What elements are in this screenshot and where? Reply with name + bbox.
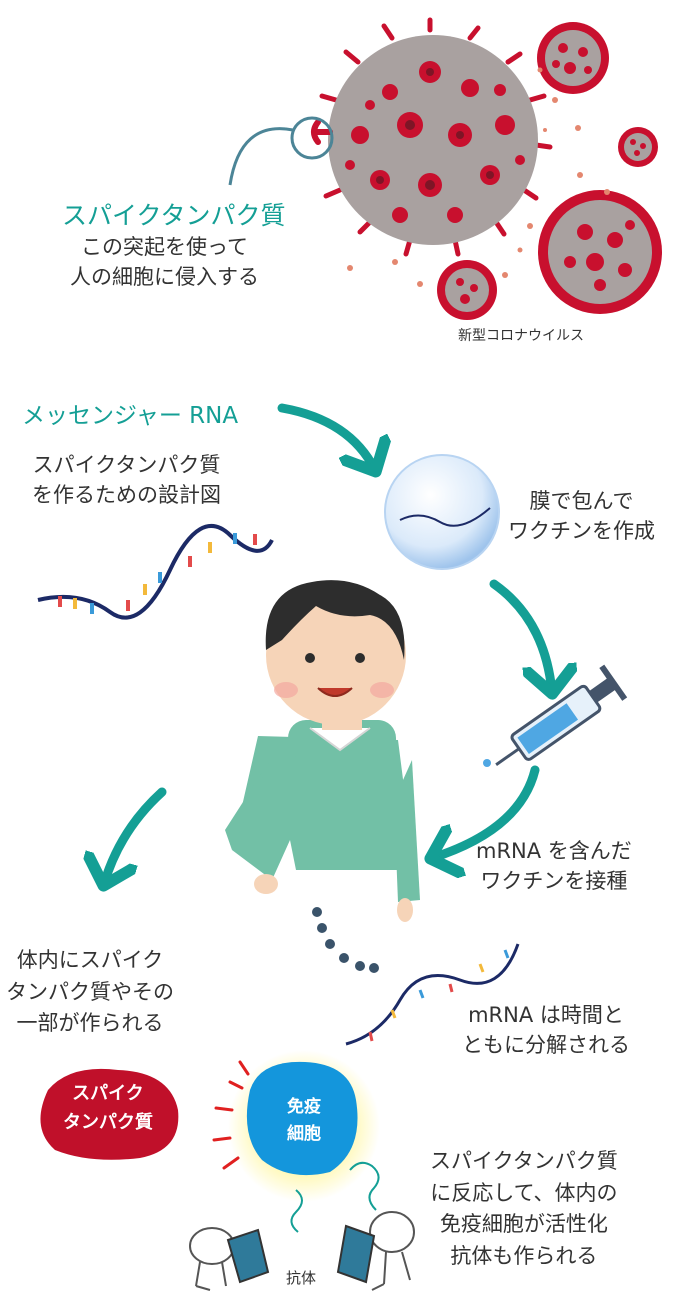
mrna-desc-line: を作るための設計図 bbox=[32, 483, 221, 508]
virus-dots bbox=[347, 67, 610, 287]
injection-desc-line: ワクチンを接種 bbox=[480, 869, 628, 894]
mrna-desc: スパイクタンパク質 を作るための設計図 bbox=[32, 450, 221, 511]
body-spike-desc-line: 一部が作られる bbox=[16, 1011, 164, 1035]
reaction-desc-line: スパイクタンパク質 bbox=[430, 1149, 618, 1173]
mrna-title: メッセンジャー RNA bbox=[22, 403, 239, 429]
vaccine-desc: 膜で包んで ワクチンを作成 bbox=[508, 486, 655, 547]
syringe-icon bbox=[495, 664, 628, 766]
immune-badge-line: 細胞 bbox=[287, 1124, 321, 1145]
spike-badge-line: タンパク質 bbox=[63, 1111, 153, 1133]
reaction-desc-line: 抗体も作られる bbox=[450, 1243, 598, 1268]
virus-small-3 bbox=[538, 190, 662, 314]
spike-protein-badge: スパイク タンパク質 bbox=[42, 1080, 174, 1138]
decomp-desc-line: mRNA は時間と bbox=[468, 1003, 624, 1027]
reaction-desc-line: 免疫細胞が活性化 bbox=[439, 1212, 608, 1236]
immune-cell-icon bbox=[212, 1050, 380, 1202]
immune-badge-line: 免疫 bbox=[287, 1097, 321, 1117]
spike-desc-line: 人の細胞に侵入する bbox=[70, 265, 259, 290]
body-spike-desc-line: 体内にスパイク bbox=[16, 948, 164, 972]
body-spike-desc: 体内にスパイク タンパク質やその 一部が作られる bbox=[6, 945, 174, 1040]
mrna-strand-small-icon bbox=[345, 943, 520, 1046]
virus-small-1 bbox=[537, 22, 609, 94]
spike-protein-title: スパイクタンパク質 bbox=[62, 201, 286, 230]
immune-cell-badge: 免疫 細胞 bbox=[258, 1094, 350, 1148]
virus-label: 新型コロナウイルス bbox=[458, 328, 584, 344]
body-spike-desc-line: タンパク質やその bbox=[6, 979, 174, 1004]
virus-small-4 bbox=[437, 260, 497, 320]
person-illustration bbox=[225, 580, 420, 922]
droplet-icon bbox=[483, 759, 491, 767]
antibody-right-icon bbox=[336, 1161, 415, 1291]
virus-small-2 bbox=[618, 127, 658, 167]
decomp-desc: mRNA は時間と ともに分解される bbox=[462, 1000, 630, 1061]
vaccine-desc-line: 膜で包んで bbox=[529, 489, 634, 513]
spike-protein-desc: この突起を使って 人の細胞に侵入する bbox=[70, 232, 259, 293]
decomp-dots bbox=[312, 907, 379, 973]
spike-badge-line: スパイク bbox=[72, 1083, 144, 1104]
mrna-strand-icon bbox=[37, 523, 274, 620]
antibody-label: 抗体 bbox=[286, 1269, 317, 1287]
decomp-desc-line: ともに分解される bbox=[462, 1033, 630, 1058]
injection-desc-line: mRNA を含んだ bbox=[476, 839, 632, 863]
spike-protein-badge-shape bbox=[40, 1068, 179, 1160]
spike-callout bbox=[228, 116, 334, 186]
injection-desc: mRNA を含んだ ワクチンを接種 bbox=[476, 836, 632, 897]
reaction-desc: スパイクタンパク質 に反応して、体内の 免疫細胞が活性化 抗体も作られる bbox=[430, 1146, 618, 1272]
flow-arrows bbox=[104, 403, 552, 884]
antibody-left-icon bbox=[189, 1189, 303, 1291]
vaccine-desc-line: ワクチンを作成 bbox=[508, 519, 655, 544]
reaction-desc-line: に反応して、体内の bbox=[430, 1180, 618, 1205]
spike-desc-line: この突起を使って bbox=[81, 235, 248, 259]
virus-main bbox=[311, 17, 553, 257]
mrna-desc-line: スパイクタンパク質 bbox=[32, 453, 221, 477]
vaccine-bubble-icon bbox=[384, 454, 500, 570]
